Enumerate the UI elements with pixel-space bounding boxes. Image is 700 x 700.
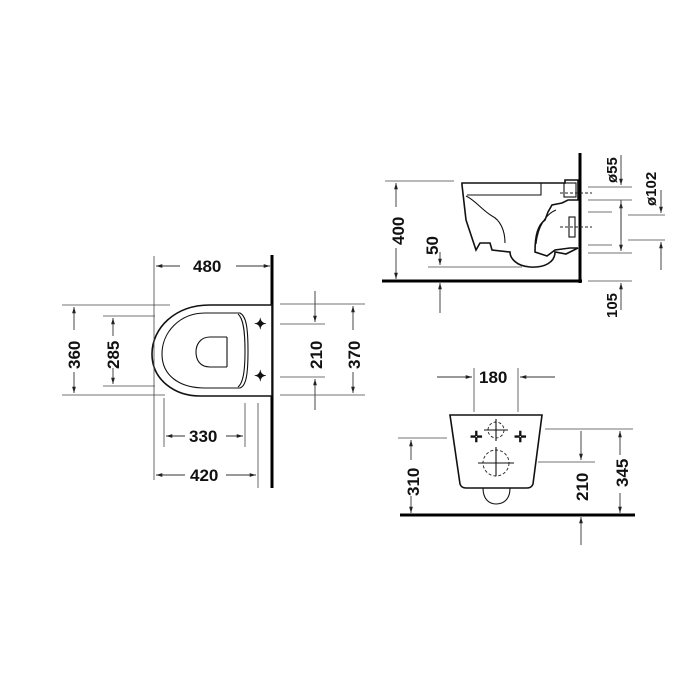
dim-inlet-diameter: ø55 <box>604 157 621 183</box>
dim-inlet-width: 180 <box>479 368 507 387</box>
dim-outlet-diameter: ø102 <box>643 172 660 206</box>
toilet-outline-side <box>461 179 579 268</box>
side-view: 400 50 ø55 ø102 105 <box>382 153 665 318</box>
fixing-point-icon: ✦ <box>254 368 267 385</box>
dim-height-outer: 360 <box>65 341 84 369</box>
dim-depth-front: 330 <box>189 427 217 446</box>
dim-outlet-height: 105 <box>604 293 621 318</box>
top-view: ✦ ✦ 480 360 285 330 420 21 <box>62 255 365 488</box>
toilet-outline-top <box>151 304 273 397</box>
dim-rim-offset: 50 <box>423 236 442 255</box>
dim-height-inner: 285 <box>104 341 123 369</box>
fixing-point-icon: ✛ <box>470 429 483 446</box>
front-view: ✛ ✛ 180 310 210 345 <box>398 368 635 545</box>
dim-fixing-spacing: 210 <box>307 341 326 369</box>
dim-width-back: 370 <box>345 341 364 369</box>
dim-height-total: 400 <box>389 217 408 245</box>
fixing-point-icon: ✛ <box>514 429 527 446</box>
dim-depth-fixing: 420 <box>190 466 218 485</box>
dim-width-overall: 480 <box>193 257 221 276</box>
dim-height-right: 345 <box>613 459 632 487</box>
dim-height-left: 310 <box>404 468 423 496</box>
fixing-point-icon: ✦ <box>254 316 267 333</box>
dim-fixing-height: 210 <box>573 473 592 501</box>
